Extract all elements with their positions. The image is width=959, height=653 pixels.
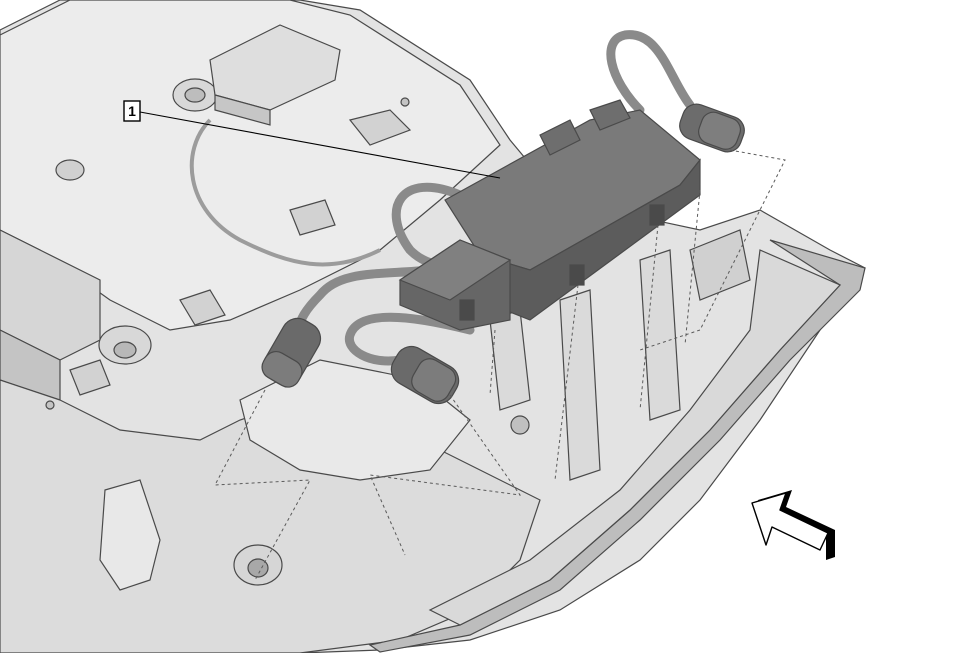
plug-center (390, 345, 460, 405)
callout-1-box (123, 100, 141, 122)
module-terminal-1 (569, 264, 585, 286)
cable-lower-center (344, 312, 475, 366)
plug-right (679, 103, 745, 153)
align-plug-left (214, 389, 311, 581)
receptacle-3 (639, 249, 681, 421)
align-module-4 (684, 189, 701, 346)
cable-plugs (261, 103, 745, 405)
arrow-face (751, 492, 829, 551)
boss-plate (55, 159, 85, 181)
module-terminal-3 (459, 299, 475, 321)
callout-1: 1 (123, 100, 501, 179)
align-module-2 (554, 284, 579, 481)
clip-b (289, 199, 336, 236)
align-module-1 (489, 329, 496, 396)
module-terminal-2 (649, 204, 665, 226)
align-plug-right (639, 149, 786, 351)
top-connector-face (214, 94, 271, 126)
plug-left (261, 317, 322, 388)
clip-a (348, 109, 412, 146)
lower-clip-tower (99, 479, 161, 591)
hole-3 (45, 400, 55, 410)
console-housing (0, 0, 866, 653)
module-latch-1 (539, 119, 581, 156)
callout-1-leader (139, 111, 501, 179)
trim-bezel (368, 239, 866, 653)
module-latch-2 (589, 99, 631, 131)
electronic-module (398, 99, 701, 331)
harness-wire (189, 118, 381, 267)
align-module-3 (639, 224, 659, 411)
callout-1-label: 1 (128, 103, 136, 119)
clip-c (179, 289, 226, 326)
module-receptacles (489, 229, 751, 481)
receptacle-4 (689, 229, 751, 301)
hole-2 (400, 97, 410, 107)
boss-top-hole (184, 87, 206, 103)
receptacle-2 (559, 289, 601, 481)
cable-right (606, 30, 695, 115)
alignment-lines (214, 149, 786, 581)
hole-1 (510, 415, 530, 435)
clip-d (69, 359, 111, 396)
align-plug-center (369, 394, 522, 556)
boss-left-hole (113, 341, 137, 359)
bezel-inner (428, 249, 842, 626)
module-end-block-top (398, 239, 512, 301)
lower-socket-core (247, 558, 269, 578)
direction-arrow-icon (751, 490, 835, 560)
